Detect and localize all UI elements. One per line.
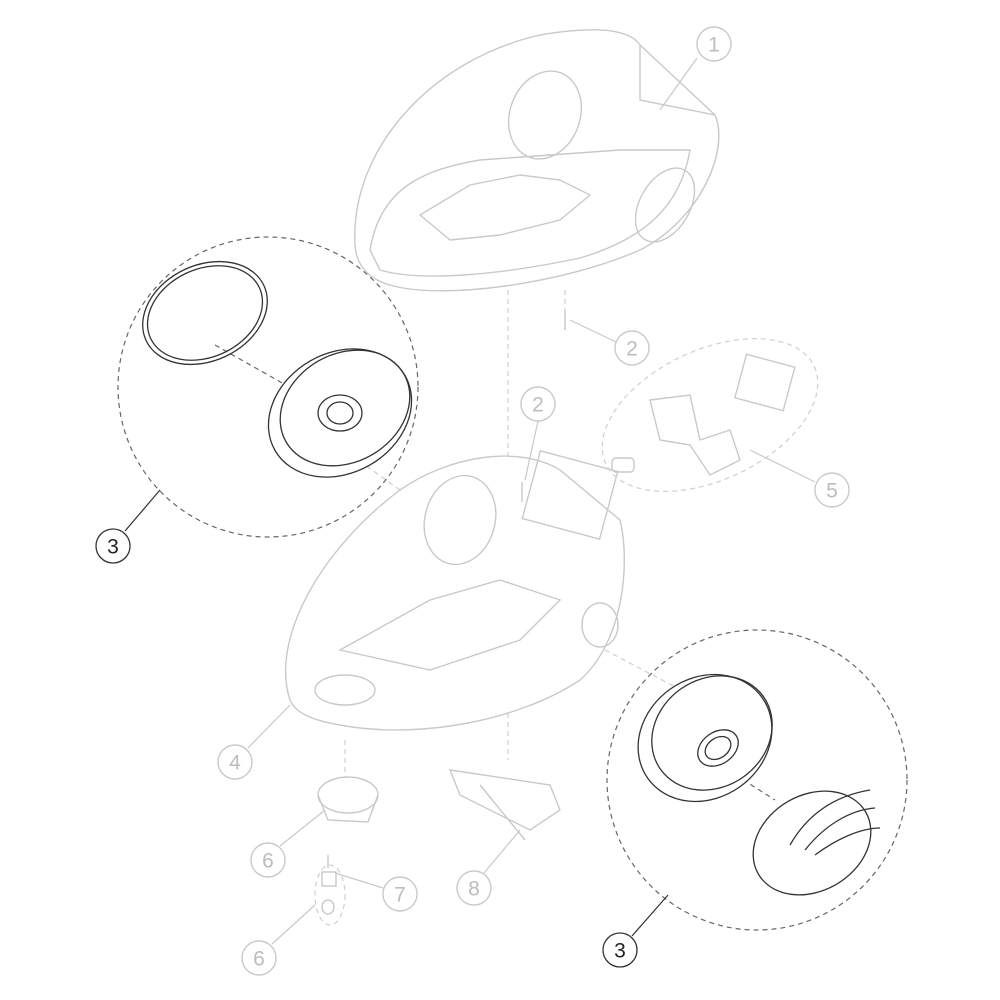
callout-label: 5 <box>826 480 838 503</box>
callout-label: 4 <box>229 752 241 775</box>
callout-5: 5 <box>814 472 850 508</box>
callout-label: 8 <box>468 878 480 901</box>
callout-label: 6 <box>262 850 274 873</box>
callout-3a: 3 <box>95 528 131 564</box>
callout-label: 3 <box>107 536 119 559</box>
callout-1: 1 <box>696 26 732 62</box>
callout-label: 7 <box>394 884 406 907</box>
callout-7: 7 <box>382 876 418 912</box>
side-cover-left-part <box>117 236 419 538</box>
callout-label: 2 <box>532 394 544 417</box>
small-parts <box>314 769 561 926</box>
callout-label: 6 <box>253 948 265 971</box>
screw-parts <box>521 310 566 502</box>
side-cover-right-part <box>606 629 908 931</box>
leader-lines <box>124 57 816 945</box>
callout-4: 4 <box>217 744 253 780</box>
callout-6b: 6 <box>241 940 277 976</box>
upper-housing-part <box>354 29 720 292</box>
callout-label: 2 <box>626 338 638 361</box>
callout-label: 1 <box>708 34 720 57</box>
lower-housing-part <box>285 449 626 731</box>
callout-2b: 2 <box>520 386 556 422</box>
callout-8: 8 <box>456 870 492 906</box>
callout-3b: 3 <box>602 932 638 968</box>
callout-label: 3 <box>614 940 626 963</box>
callout-6a: 6 <box>250 842 286 878</box>
callout-2a: 2 <box>614 330 650 366</box>
switch-assembly-part <box>601 338 819 492</box>
